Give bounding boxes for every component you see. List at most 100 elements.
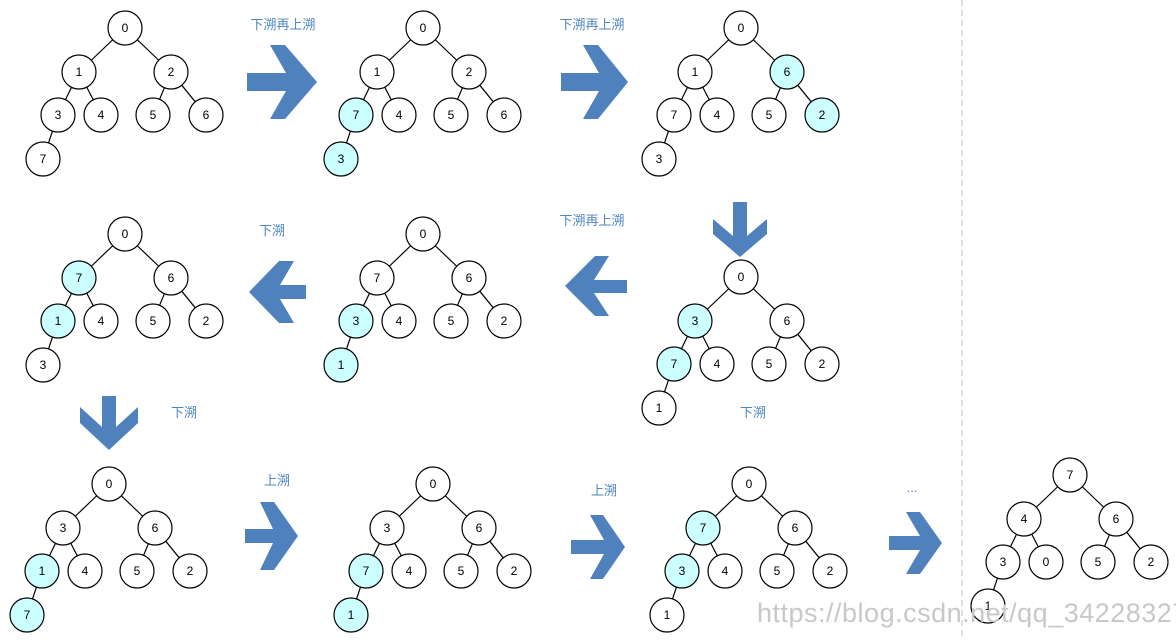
tree-node-value: 6 [476,521,483,535]
tree-edge [805,540,820,559]
tree-edge [86,292,94,307]
tree-edge [362,87,371,100]
tree-node-value: 0 [738,21,745,35]
tree-edge [384,292,392,307]
tree-node-value: 7 [671,357,678,371]
tree-node-value: 5 [766,108,773,122]
tree-node [359,260,395,296]
tree-node-value: 1 [692,65,699,79]
tree-edge [31,586,38,600]
tree-node-value: 6 [203,108,210,122]
tree-node [451,54,487,90]
tree-node-value: 6 [792,521,799,535]
tree-edge [702,335,710,350]
tree-node [61,54,97,90]
tree-node-value: 4 [396,108,403,122]
arrow-left-icon [249,261,306,323]
tree-node-value: 2 [827,564,834,578]
tree-node [135,97,171,133]
tree-edge [663,379,670,393]
tree-node [433,97,469,133]
tree-edge [467,543,473,556]
tree-edge [706,39,730,61]
tree-node-value: 4 [396,314,403,328]
tree-edge [1081,486,1105,508]
tree-node-value: 1 [39,564,46,578]
arrow-left-icon [565,256,627,316]
arrow-right-icon [245,502,298,570]
tree-node [40,97,76,133]
tree-node-value: 5 [458,564,465,578]
tree-node-highlighted [769,54,805,90]
tree-node [1006,501,1042,537]
tree-edge [48,543,57,556]
tree-edge [165,540,180,559]
tree-node [486,303,522,339]
tree-node-highlighted [323,347,359,383]
tree-edge [159,293,165,306]
tree-node [172,553,208,589]
tree-node [135,303,171,339]
step-label-sift-up: 上溯 [591,483,617,498]
tree-node-value: 2 [187,564,194,578]
tree-edge [90,39,114,61]
tree-node-value: 7 [76,271,83,285]
tree-edge [143,543,149,556]
tree-node-value: 6 [501,108,508,122]
tree-edge [47,130,54,144]
tree-node-value: 3 [656,152,663,166]
tree-edge [671,586,678,600]
tree-node [188,303,224,339]
tree-edge [752,39,776,61]
tree-edge [394,542,402,557]
tree-node-value: 7 [671,108,678,122]
tree-node-value: 5 [448,314,455,328]
tree-node [731,466,767,502]
tree-node-highlighted [338,97,374,133]
tree-node [1133,544,1169,580]
tree-node-highlighted [333,597,369,633]
tree-node-value: 3 [384,521,391,535]
tree-node [91,466,127,502]
tree-edge [688,543,697,556]
tree-node [188,97,224,133]
tree-node [415,466,451,502]
tree-node-value: 2 [819,108,826,122]
tree-edge [775,336,781,349]
tree-node-value: 0 [746,477,753,491]
watermark-text: https://blog.csdn.net/qq_34228327 [757,598,1176,628]
tree-node-value: 6 [466,271,473,285]
tree-node [970,588,1006,624]
tree-edge [479,290,494,309]
arrows-layer [80,45,942,579]
tree-edge [680,87,689,100]
tree-node [1080,544,1116,580]
tree-node-value: 6 [784,314,791,328]
tree-node [699,346,735,382]
tree-node-value: 6 [784,65,791,79]
tree-edge [1126,531,1141,550]
tree-node-value: 3 [679,564,686,578]
tree-node [1098,501,1134,537]
tree-edge [706,288,730,310]
tree-edge [136,39,160,61]
tree-edge [797,84,812,103]
tree-node-value: 4 [82,564,89,578]
tree-edge [362,293,371,306]
tree-node [751,97,787,133]
tree-node-value: 3 [40,358,47,372]
tree-edge [1104,534,1110,547]
tree-edge [434,39,458,61]
tree-node-highlighted [677,303,713,339]
tree-node [486,97,522,133]
tree-edge [489,540,504,559]
tree-node-value: 0 [122,21,129,35]
tree-node-value: 2 [501,314,508,328]
tree-node-highlighted [656,346,692,382]
step-label-sift-down: 下溯 [171,405,197,420]
tree-node-value: 7 [1067,468,1074,482]
